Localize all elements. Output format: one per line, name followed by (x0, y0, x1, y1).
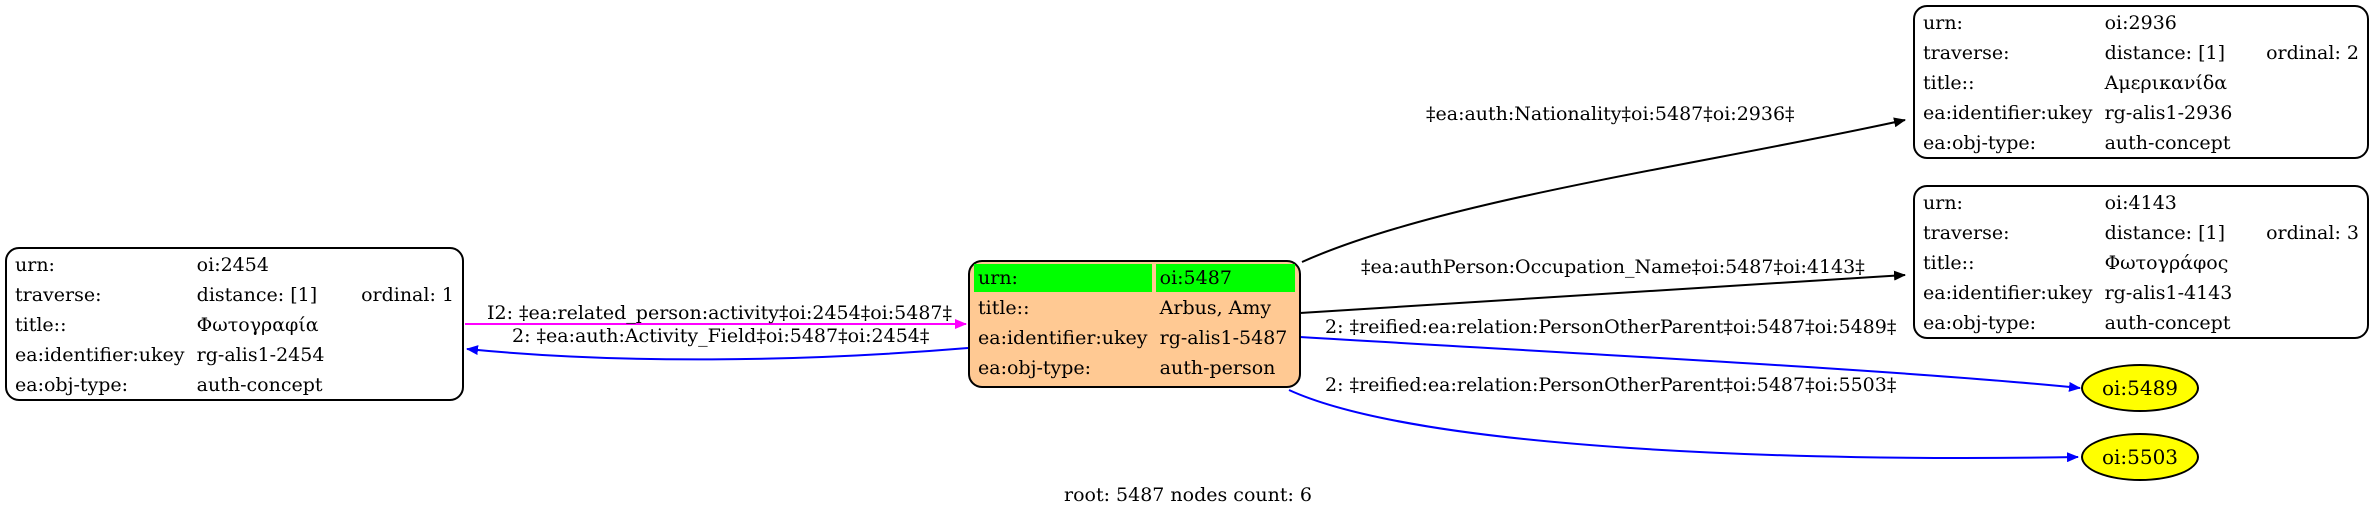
row-value: Arbus, Amy (1159, 297, 1272, 319)
row-value: rg-alis1-2936 (2104, 102, 2233, 124)
row-key: title:: (15, 314, 67, 336)
row-value: oi:5487 (1155, 264, 1295, 292)
edge-other-parent-5489 (1299, 336, 2081, 392)
row-key: traverse: (15, 284, 102, 306)
row-extra (2242, 279, 2363, 307)
edge-label-other-parent-5489: 2: ‡reified:ea:relation:PersonOtherParen… (1325, 316, 1897, 338)
row-value: oi:2454 (196, 254, 269, 276)
row-value: Αμερικανίδα (2104, 72, 2228, 94)
edge-label-related-person: I2: ‡ea:related_person:activity‡oi:2454‡… (487, 302, 952, 324)
row-key: ea:identifier:ukey (15, 344, 185, 366)
row-key: title:: (1923, 72, 1975, 94)
node-label: oi:5503 (2101, 445, 2179, 469)
node-row: urn: oi:4143 (1919, 189, 2363, 217)
row-value: oi:2936 (2104, 12, 2177, 34)
node-row: traverse: distance: [1] ordinal: 3 (1919, 219, 2363, 247)
node-row: traverse: distance: [1] ordinal: 1 (11, 281, 458, 309)
row-key: urn: (1923, 12, 1963, 34)
node-row: title::Αμερικανίδα (1919, 69, 2363, 97)
node-row: ea:obj-type: auth-concept (1919, 129, 2363, 157)
node-row: title::Arbus, Amy (974, 294, 1295, 322)
row-extra: ordinal: 1 (361, 284, 454, 306)
row-extra: ordinal: 2 (2266, 42, 2359, 64)
node-row: ea:obj-type: auth-concept (11, 371, 458, 399)
node-oi-5489[interactable]: oi:5489 (2081, 364, 2199, 412)
node-oi-5503[interactable]: oi:5503 (2081, 433, 2199, 481)
node-row: title::Φωτογραφία (11, 311, 458, 339)
edge-nationality (1301, 117, 1906, 263)
row-key: ea:identifier:ukey (1923, 282, 2093, 304)
row-key: ea:obj-type: (978, 357, 1092, 379)
node-row: traverse: distance: [1] ordinal: 2 (1919, 39, 2363, 67)
row-value: auth-concept (196, 374, 323, 396)
node-row: ea:obj-type: auth-concept (1919, 309, 2363, 337)
row-key: urn: (15, 254, 55, 276)
row-extra (2242, 189, 2363, 217)
edge-activity-field (466, 345, 969, 361)
row-key: ea:identifier:ukey (1923, 102, 2093, 124)
node-row: ea:identifier:ukey rg-alis1-5487 (974, 324, 1295, 352)
row-extra (2242, 69, 2363, 97)
row-value: rg-alis1-2454 (196, 344, 325, 366)
row-value: Φωτογράφος (2104, 252, 2229, 274)
row-extra (2242, 99, 2363, 127)
row-extra (2242, 249, 2363, 277)
row-key: title:: (978, 297, 1030, 319)
node-oi-2454[interactable]: urn: oi:2454 traverse: distance: [1] ordina… (5, 247, 464, 401)
row-extra (337, 371, 458, 399)
row-extra (2242, 309, 2363, 337)
row-key: ea:obj-type: (1923, 132, 2037, 154)
row-extra (2242, 129, 2363, 157)
node-row: urn:oi:5487 (974, 264, 1295, 292)
node-row: title::Φωτογράφος (1919, 249, 2363, 277)
edge-label-activity-field: 2: ‡ea:auth:Activity_Field‡oi:5487‡oi:24… (512, 325, 930, 347)
node-oi-4143[interactable]: urn: oi:4143 traverse: distance: [1] ordina… (1913, 185, 2369, 339)
row-value: auth-concept (2104, 312, 2231, 334)
row-value: rg-alis1-4143 (2104, 282, 2233, 304)
row-extra (337, 311, 458, 339)
row-value: distance: [1] (2104, 222, 2226, 244)
row-key: urn: (974, 264, 1152, 292)
row-extra (337, 341, 458, 369)
row-value: oi:4143 (2104, 192, 2177, 214)
edge-other-parent-5503 (1288, 389, 2079, 463)
node-row: ea:identifier:ukey rg-alis1-2454 (11, 341, 458, 369)
row-value: rg-alis1-5487 (1159, 327, 1288, 349)
row-value: auth-person (1159, 357, 1276, 379)
row-value: auth-concept (2104, 132, 2231, 154)
row-key: ea:obj-type: (15, 374, 129, 396)
edge-label-other-parent-5503: 2: ‡reified:ea:relation:PersonOtherParen… (1325, 374, 1897, 396)
row-key: ea:obj-type: (1923, 312, 2037, 334)
edge-label-nationality: ‡ea:auth:Nationality‡oi:5487‡oi:2936‡ (1426, 103, 1795, 125)
row-key: ea:identifier:ukey (978, 327, 1148, 349)
row-value: Φωτογραφία (196, 314, 319, 336)
edge-label-occupation: ‡ea:authPerson:Occupation_Name‡oi:5487‡o… (1361, 256, 1865, 278)
row-value: distance: [1] (2104, 42, 2226, 64)
node-row: ea:obj-type: auth-person (974, 354, 1295, 382)
row-extra: ordinal: 3 (2266, 222, 2359, 244)
graph-footer: root: 5487 nodes count: 6 (1064, 484, 1313, 506)
row-key: title:: (1923, 252, 1975, 274)
row-extra (2242, 9, 2363, 37)
node-label: oi:5489 (2101, 376, 2179, 400)
row-key: traverse: (1923, 42, 2010, 64)
node-root-oi-5487[interactable]: urn:oi:5487 title::Arbus, Amy ea:identif… (968, 260, 1301, 388)
node-row: ea:identifier:ukey rg-alis1-2936 (1919, 99, 2363, 127)
row-value: distance: [1] (196, 284, 318, 306)
node-row: ea:identifier:ukey rg-alis1-4143 (1919, 279, 2363, 307)
node-oi-2936[interactable]: urn: oi:2936 traverse: distance: [1] ordina… (1913, 5, 2369, 159)
node-row: urn: oi:2936 (1919, 9, 2363, 37)
node-row: urn: oi:2454 (11, 251, 458, 279)
edge-occupation (1299, 270, 1906, 314)
row-extra (337, 251, 458, 279)
row-key: traverse: (1923, 222, 2010, 244)
row-key: urn: (1923, 192, 1963, 214)
